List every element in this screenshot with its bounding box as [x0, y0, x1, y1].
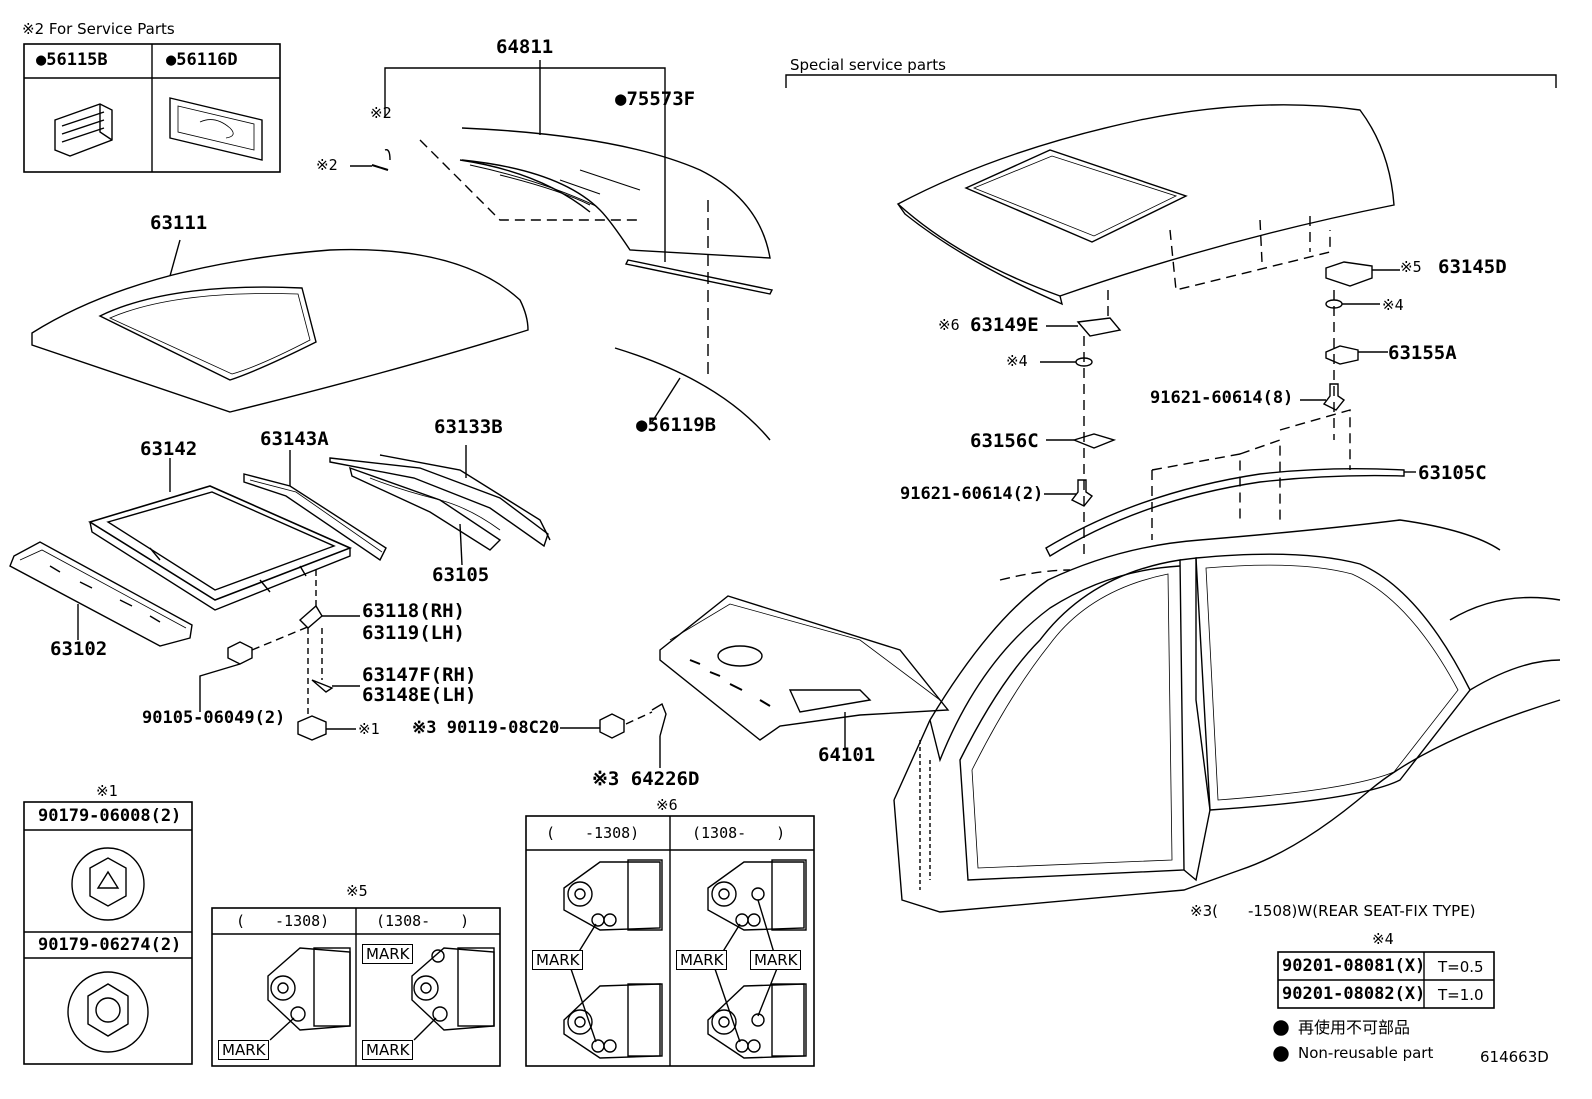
ref-2-top: ※2 [370, 104, 392, 122]
box6-col-1: ( -1308) [546, 824, 640, 842]
diagram-id: 614663D [1480, 1048, 1549, 1066]
rear-window-glass [419, 127, 774, 441]
roof-reinforcement-63133B [329, 445, 551, 566]
box-ref5 [211, 907, 501, 1067]
fasteners-right [1040, 261, 1400, 560]
service-part-56116D[interactable]: ●56116D [166, 50, 238, 70]
ref-1-label: ※1 [358, 720, 380, 738]
box5-col-1: ( -1308) [236, 912, 330, 930]
part-64226D[interactable]: ※3 64226D [592, 768, 700, 790]
box4-spec-2: T=1.0 [1438, 986, 1484, 1004]
box6-title: ※6 [656, 796, 678, 814]
part-63156C[interactable]: 63156C [970, 430, 1039, 452]
box-ref1 [23, 801, 193, 1065]
box5-mark-1: MARK [218, 1040, 270, 1060]
part-63148E[interactable]: 63148E(LH) [362, 684, 477, 706]
box4-title: ※4 [1372, 930, 1394, 948]
part-63119[interactable]: 63119(LH) [362, 622, 465, 644]
ref-2-clip: ※2 [316, 156, 338, 174]
part-63105[interactable]: 63105 [432, 564, 490, 586]
part-63147F[interactable]: 63147F(RH) [362, 664, 477, 686]
part-63142[interactable]: 63142 [140, 438, 198, 460]
roof-rail-63143A [243, 450, 387, 562]
box6-mark-2: MARK [676, 950, 728, 970]
fasteners-left [199, 570, 360, 741]
part-63143A[interactable]: 63143A [260, 428, 329, 450]
box4-part-1[interactable]: 90201-08081(X) [1282, 956, 1426, 976]
leader-64811 [350, 60, 666, 262]
box5-title: ※5 [346, 882, 368, 900]
part-63155A[interactable]: 63155A [1388, 342, 1457, 364]
box1-title: ※1 [96, 782, 118, 800]
ref-5-label: ※5 [1400, 258, 1422, 276]
legend-dot-en [1273, 1046, 1289, 1062]
box4-part-2[interactable]: 90201-08082(X) [1282, 984, 1426, 1004]
service-parts-table [23, 43, 281, 173]
part-63105C[interactable]: 63105C [1418, 462, 1487, 484]
part-75573F[interactable]: ●75573F [615, 88, 696, 110]
legend-en: Non-reusable part [1298, 1044, 1434, 1062]
roof-panel-left [31, 239, 529, 413]
package-tray [560, 595, 950, 768]
box5-col-2: (1308- ) [376, 912, 470, 930]
box4-spec-1: T=0.5 [1438, 958, 1484, 976]
box5-mark-2: MARK [362, 944, 414, 964]
ref-6-label: ※6 [938, 316, 960, 334]
box6-col-2: (1308- ) [692, 824, 786, 842]
part-56119B[interactable]: ●56119B [636, 414, 717, 436]
box-ref6 [525, 815, 815, 1067]
part-64811[interactable]: 64811 [496, 36, 554, 58]
service-parts-note: ※2 For Service Parts [22, 20, 175, 38]
legend-jp: 再使用不可部品 [1298, 1018, 1411, 1037]
note-ref3: ※3( -1508)W(REAR SEAT-FIX TYPE) [1190, 902, 1476, 920]
special-service-note: Special service parts [790, 56, 946, 74]
box-ref4 [1277, 951, 1495, 1009]
part-63149E[interactable]: 63149E [970, 314, 1039, 336]
box6-mark-3: MARK [750, 950, 802, 970]
legend-dot-jp [1273, 1020, 1289, 1036]
part-91621-60614-2[interactable]: 91621-60614(2) [900, 484, 1044, 504]
body-side-frame [893, 519, 1561, 913]
box1-item-2[interactable]: 90179-06274(2) [38, 935, 182, 955]
box6-mark-1: MARK [532, 950, 584, 970]
part-63118[interactable]: 63118(RH) [362, 600, 465, 622]
roof-header-panel [9, 541, 193, 647]
box1-item-1[interactable]: 90179-06008(2) [38, 806, 182, 826]
sunroof-frame [88, 458, 353, 611]
roof-rail-63105C [1045, 409, 1416, 558]
roof-panel-right [785, 74, 1557, 322]
part-90119-08C20[interactable]: ※3 90119-08C20 [412, 718, 560, 738]
ref-4-left: ※4 [1006, 352, 1028, 370]
part-64101[interactable]: 64101 [818, 744, 876, 766]
part-63102[interactable]: 63102 [50, 638, 108, 660]
part-63145D[interactable]: 63145D [1438, 256, 1507, 278]
part-91621-60614-8[interactable]: 91621-60614(8) [1150, 388, 1294, 408]
part-63133B[interactable]: 63133B [434, 416, 503, 438]
ref-4-right: ※4 [1382, 296, 1404, 314]
box5-mark-3: MARK [362, 1040, 414, 1060]
part-63111[interactable]: 63111 [150, 212, 208, 234]
service-part-56115B[interactable]: ●56115B [36, 50, 108, 70]
part-90105-06049[interactable]: 90105-06049(2) [142, 708, 286, 728]
